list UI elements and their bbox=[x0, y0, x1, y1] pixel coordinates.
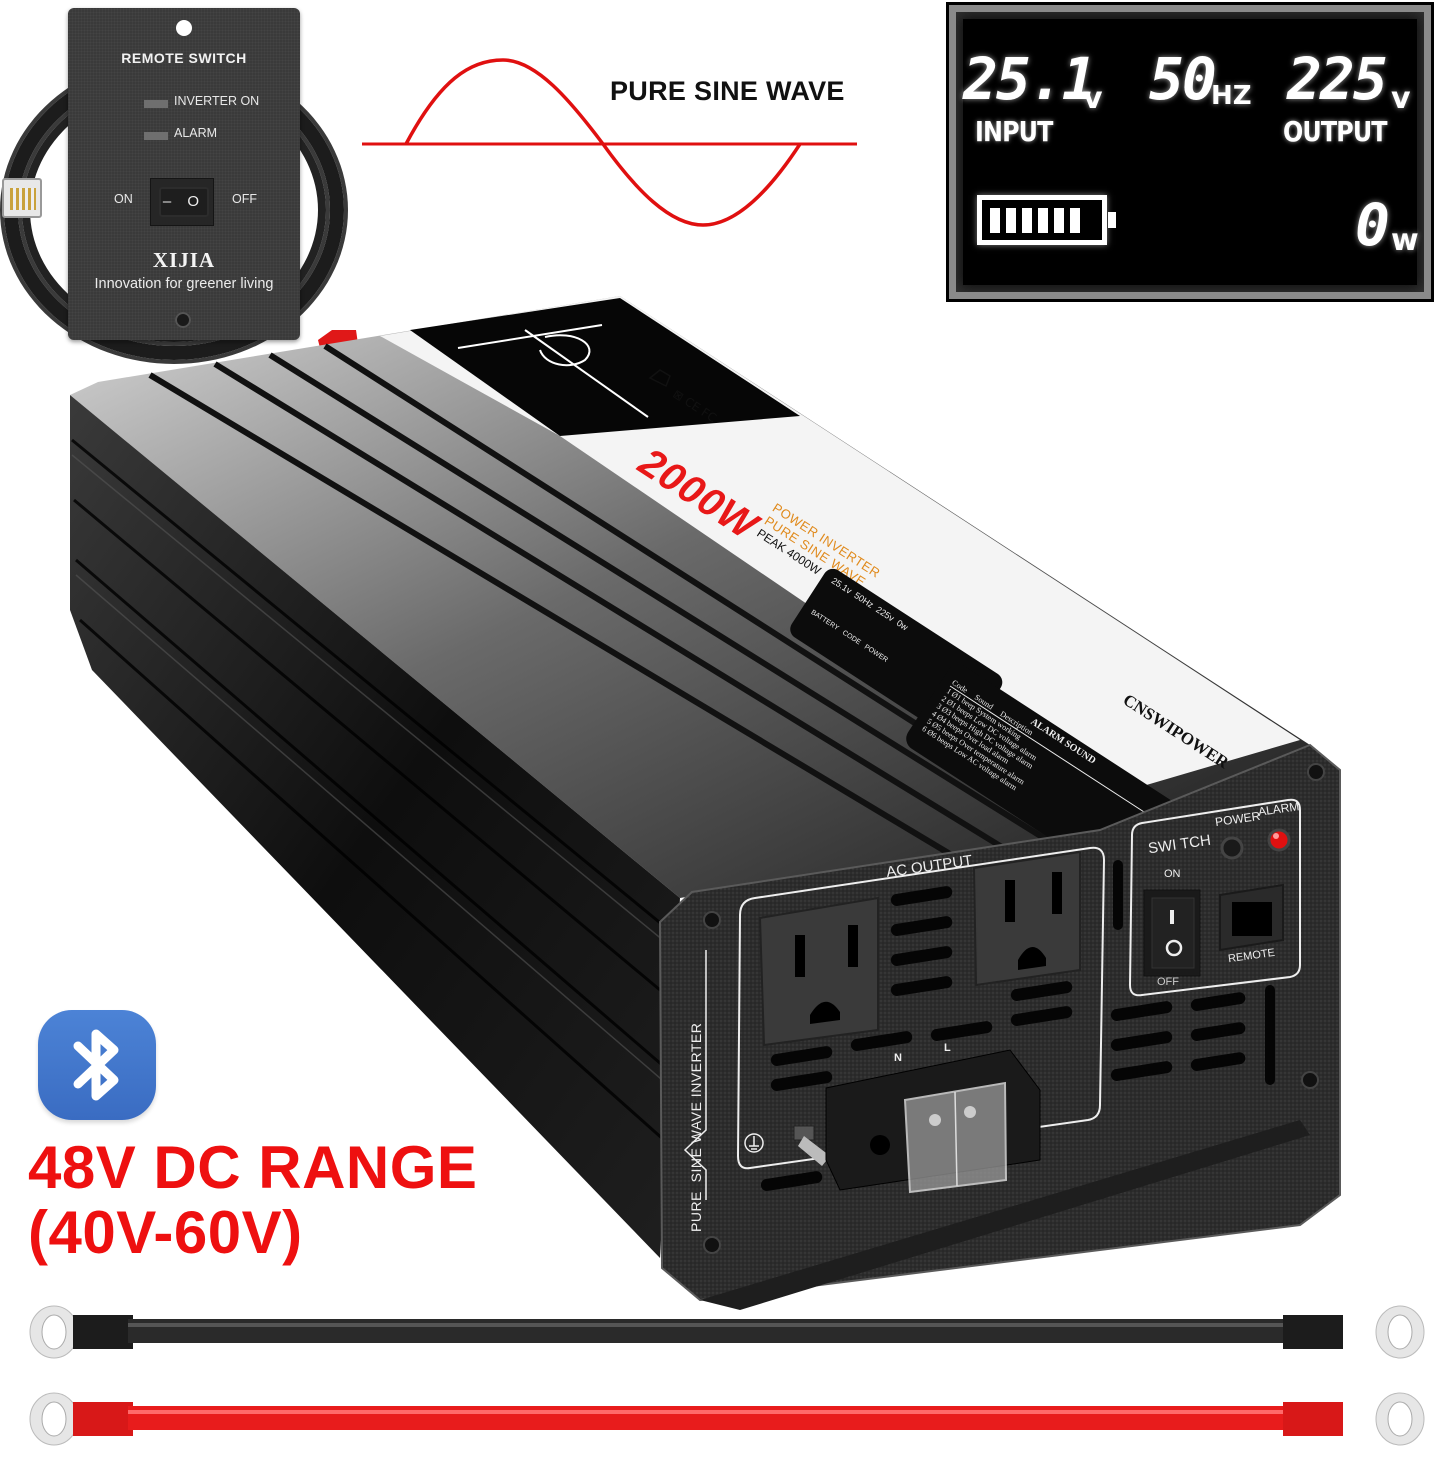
inverter-on-led-icon bbox=[144, 100, 168, 108]
remote-port[interactable] bbox=[1220, 885, 1283, 950]
terminal-n-label: N bbox=[894, 1052, 902, 1064]
power-switch-button[interactable] bbox=[1144, 890, 1200, 976]
mini-lcd-code-label: CODE bbox=[840, 629, 862, 647]
lcd-input-label: INPUT bbox=[975, 115, 1053, 148]
dc-range-title: 48V DC RANGE bbox=[28, 1134, 478, 1201]
inverter-on-label: INVERTER ON bbox=[174, 94, 260, 108]
lcd-input-unit: v bbox=[1083, 81, 1103, 116]
lcd-frequency: 50 bbox=[1149, 45, 1217, 113]
lcd-power-unit: w bbox=[1391, 223, 1419, 258]
mini-lcd-battery-label: BATTERY bbox=[809, 609, 840, 633]
lcd-power: 0 bbox=[1355, 191, 1390, 259]
battery-level-icon bbox=[977, 195, 1116, 245]
pure-sine-wave-label: PURE SINE WAVE bbox=[610, 76, 845, 106]
lcd-display-closeup: 25.1 v INPUT 50 HZ 225 v OUTPUT 0 w bbox=[946, 2, 1434, 302]
remote-switch-panel: REMOTE SWITCH INVERTER ON ALARM ON – O O… bbox=[68, 8, 300, 340]
mini-lcd-power-label: POWER bbox=[862, 643, 889, 664]
mini-lcd-frequency: 50Hz bbox=[852, 590, 876, 611]
screw-icon bbox=[175, 312, 191, 328]
sine-wave-icon bbox=[362, 58, 857, 227]
lcd-output-voltage: 225 bbox=[1287, 45, 1388, 113]
bluetooth-icon bbox=[38, 1010, 156, 1120]
remote-rocker-switch[interactable]: – O bbox=[150, 178, 214, 226]
terminal-l-label: L bbox=[944, 1042, 951, 1054]
mount-hole bbox=[176, 20, 192, 36]
remote-tagline: Innovation for greener living bbox=[94, 276, 274, 292]
black-battery-cable bbox=[29, 1305, 1425, 1359]
remote-off-label: OFF bbox=[232, 192, 257, 206]
mini-lcd-dc-voltage: 25.1v bbox=[829, 575, 854, 596]
lcd-frequency-unit: HZ bbox=[1211, 81, 1252, 111]
lcd-input-voltage: 25.1 bbox=[963, 45, 1097, 113]
remote-title: REMOTE SWITCH bbox=[121, 50, 247, 66]
mini-lcd-power: 0w bbox=[894, 617, 910, 633]
red-battery-cable bbox=[29, 1392, 1425, 1446]
alarm-led-icon bbox=[144, 132, 168, 140]
rocker-glyphs: – O bbox=[159, 187, 209, 217]
lcd-output-label: OUTPUT bbox=[1283, 115, 1388, 148]
side-text-label: PURE SINE WAVE INVERTER bbox=[688, 1022, 704, 1232]
switch-off-label: OFF bbox=[1157, 976, 1179, 988]
mini-lcd-ac-voltage: 225v bbox=[874, 604, 897, 624]
alarm-label: ALARM bbox=[174, 126, 218, 140]
remote-on-label: ON bbox=[114, 192, 133, 206]
switch-on-label: ON bbox=[1164, 868, 1181, 880]
remote-brand-logo: XIJIA bbox=[152, 248, 216, 272]
dc-range-values: (40V-60V) bbox=[28, 1199, 303, 1266]
rj-connector-icon bbox=[2, 178, 42, 218]
lcd-output-unit: v bbox=[1391, 81, 1411, 116]
